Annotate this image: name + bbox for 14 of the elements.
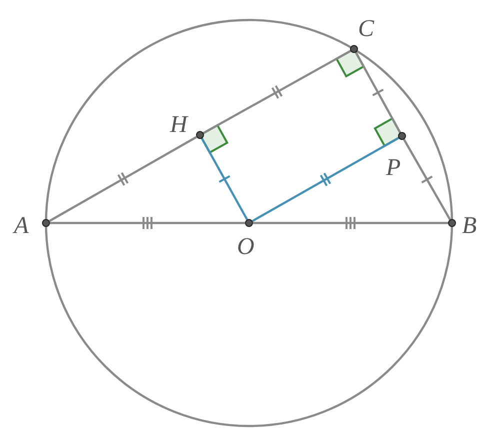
line-segment (354, 52, 402, 134)
line-segment (253, 222, 448, 224)
line-segment (200, 138, 248, 220)
point-label: B (462, 214, 477, 238)
point-label: A (14, 214, 29, 238)
line-segment (50, 222, 245, 224)
line-segment (202, 50, 352, 134)
point-label: P (386, 156, 401, 180)
point-label: O (237, 235, 254, 259)
line-segment (403, 138, 451, 220)
point-label: C (358, 17, 374, 41)
point-label: H (170, 113, 188, 137)
line-segment (252, 137, 400, 222)
line-segment (48, 136, 198, 222)
